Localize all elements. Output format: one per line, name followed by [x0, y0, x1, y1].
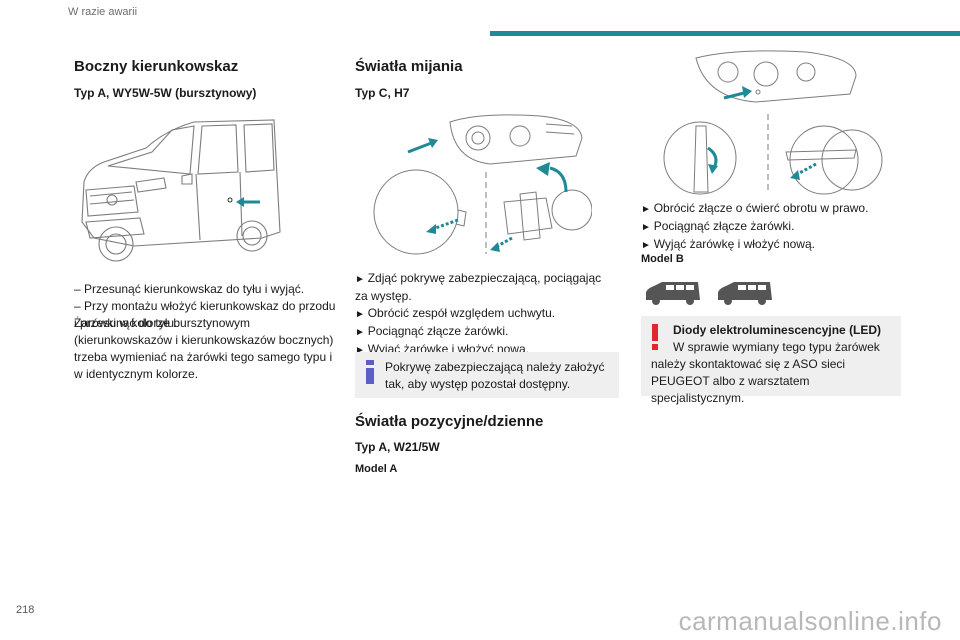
list-item: Zdjąć pokrywę zabezpieczającą, pociągają…: [355, 270, 617, 305]
section-title-dipped-beam: Światła mijania: [355, 58, 463, 75]
position-light-steps: Obrócić złącze o ćwierć obrotu w prawo. …: [641, 200, 903, 254]
side-indicator-instructions: Przesunąć kierunkowskaz do tyłu i wyjąć.…: [74, 281, 336, 332]
bulb-type-dipped-beam: Typ C, H7: [355, 86, 410, 100]
section-header: W razie awarii: [68, 6, 138, 18]
dipped-beam-illustration: [373, 114, 592, 255]
model-label-b: Model B: [641, 253, 684, 265]
section-title-position-lights: Światła pozycyjne/dzienne: [355, 413, 544, 430]
warning-title: Diody elektroluminescencyjne (LED): [673, 323, 882, 337]
model-label-a: Model A: [355, 463, 398, 475]
warning-text: W sprawie wymiany tego typu żarówek nale…: [651, 340, 880, 405]
list-item: Przy montażu włożyć kierunkowskaz do prz…: [74, 298, 336, 332]
list-item: Przesunąć kierunkowskaz do tyłu i wyjąć.: [74, 281, 336, 298]
list-item: Pociągnąć złącze żarówki.: [641, 218, 903, 236]
bulb-color-paragraph: Żarówki w kolorze bursztynowym (kierunko…: [74, 316, 334, 381]
section-title-side-indicator: Boczny kierunkowskaz: [74, 58, 239, 75]
info-icon: [366, 360, 374, 384]
info-note: Pokrywę zabezpieczającą należy założyć t…: [355, 352, 619, 398]
van-illustration: [81, 119, 281, 262]
info-note-text: Pokrywę zabezpieczającą należy założyć t…: [385, 360, 605, 391]
list-item: Obrócić złącze o ćwierć obrotu w prawo.: [641, 200, 903, 218]
list-item: Pociągnąć złącze żarówki.: [355, 323, 617, 341]
bulb-type-position-lights: Typ A, W21/5W: [355, 440, 440, 454]
warning-icon: [652, 324, 658, 350]
warning-note: Diody elektroluminescencyjne (LED) W spr…: [641, 316, 901, 405]
page-number: 218: [16, 604, 35, 616]
bulb-type-side-indicator: Typ A, WY5W-5W (bursztynowy): [74, 86, 257, 100]
watermark: carmanualsonline.info: [678, 606, 942, 636]
van-silhouettes-icon: [646, 282, 772, 305]
list-item: Wyjąć żarówkę i włożyć nową.: [641, 236, 903, 254]
position-light-illustration: [663, 50, 883, 195]
dipped-beam-steps: Zdjąć pokrywę zabezpieczającą, pociągają…: [355, 270, 617, 359]
header-accent-bar: [490, 31, 960, 36]
list-item: Obrócić zespół względem uchwytu.: [355, 305, 617, 323]
